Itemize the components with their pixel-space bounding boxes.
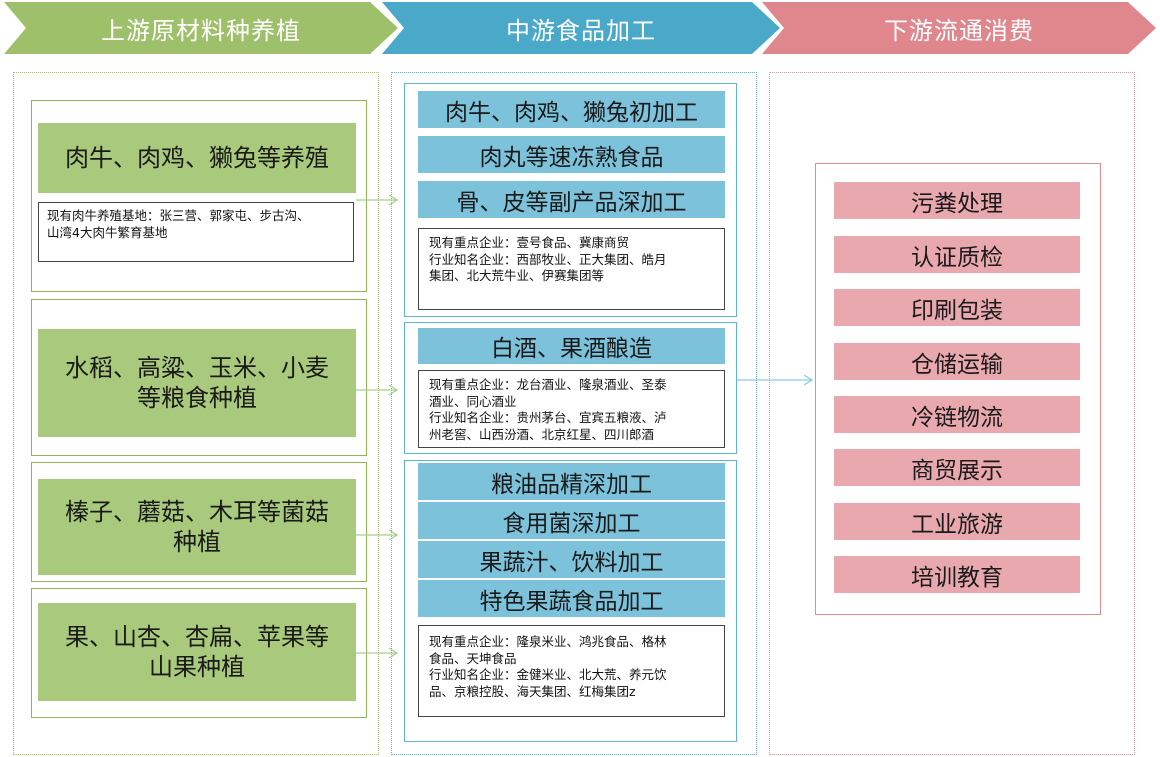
note-line: 行业知名企业：贵州茅台、宜宾五粮液、泸	[429, 410, 667, 425]
downstream-item: 冷链物流	[834, 396, 1080, 433]
header-midstream: 中游食品加工	[382, 2, 780, 54]
upstream-fruit-box: 果、山杏、杏扁、苹果等 山果种植	[38, 603, 356, 701]
note-line: 行业知名企业：西部牧业、正大集团、皓月	[429, 251, 667, 267]
midstream-item: 肉牛、肉鸡、獭兔初加工	[418, 91, 725, 128]
upstream-livestock-title: 肉牛、肉鸡、獭兔等养殖	[65, 144, 329, 172]
note-line: 山湾4大肉牛繁育基地	[47, 225, 168, 240]
midstream-item: 白酒、果酒酿造	[418, 328, 725, 364]
header-downstream: 下游流通消费	[762, 2, 1156, 54]
midstream-item: 粮油品精深加工	[418, 463, 725, 500]
downstream-item: 工业旅游	[834, 503, 1080, 540]
downstream-item: 培训教育	[834, 556, 1080, 593]
note-line: 食品、天坤食品	[429, 650, 517, 666]
downstream-item: 认证质检	[834, 236, 1080, 273]
midstream-grain-fruit-note: 现有重点企业：隆泉米业、鸿兆食品、格林 食品、天坤食品 行业知名企业：金健米业、…	[418, 625, 725, 717]
note-line: 现有重点企业：壹号食品、冀康商贸	[429, 235, 630, 250]
note-line: 集团、北大荒牛业、伊赛集团等	[429, 268, 605, 283]
upstream-livestock-note: 现有肉牛养殖基地：张三营、郭家屯、步古沟、 山湾4大肉牛繁育基地	[38, 202, 354, 262]
downstream-item: 仓储运输	[834, 343, 1080, 380]
upstream-column	[13, 72, 379, 755]
upstream-fruit-title-line: 果、山杏、杏扁、苹果等	[65, 623, 329, 651]
connector-arrowhead	[388, 647, 399, 659]
upstream-grain-title-line: 等粮食种植	[137, 384, 257, 412]
midstream-item: 骨、皮等副产品深加工	[418, 181, 725, 218]
downstream-column	[769, 72, 1135, 755]
midstream-item: 食用菌深加工	[418, 502, 725, 539]
note-line: 现有重点企业：龙台酒业、隆泉酒业、圣泰	[429, 377, 667, 392]
note-line: 现有重点企业：隆泉米业、鸿兆食品、格林	[429, 634, 667, 649]
upstream-grain-title-line: 水稻、高粱、玉米、小麦	[65, 354, 329, 382]
downstream-item: 商贸展示	[834, 449, 1080, 486]
connector-arrowhead	[388, 194, 399, 206]
downstream-item: 印刷包装	[834, 289, 1080, 326]
midstream-liquor-note: 现有重点企业：龙台酒业、隆泉酒业、圣泰 酒业、同心酒业 行业知名企业：贵州茅台、…	[418, 370, 725, 448]
midstream-column	[391, 72, 757, 755]
upstream-livestock-box: 肉牛、肉鸡、獭兔等养殖	[38, 123, 356, 193]
note-line: 现有肉牛养殖基地：张三营、郭家屯、步古沟、	[47, 208, 310, 223]
midstream-item: 果蔬汁、饮料加工	[418, 541, 725, 578]
note-line: 品、京粮控股、海天集团、红梅集团z	[429, 683, 636, 699]
upstream-grain-box: 水稻、高粱、玉米、小麦 等粮食种植	[38, 329, 356, 437]
midstream-item: 特色果蔬食品加工	[418, 580, 725, 617]
upstream-fruit-title-line: 山果种植	[149, 653, 245, 681]
midstream-item: 肉丸等速冻熟食品	[418, 136, 725, 173]
note-line: 州老窖、山西汾酒、北京红星、四川郎酒	[429, 426, 655, 442]
upstream-fungi-box: 榛子、蘑菇、木耳等菌菇 种植	[38, 479, 356, 575]
header-upstream: 上游原材料种养植	[4, 2, 398, 54]
note-line: 酒业、同心酒业	[429, 393, 517, 409]
upstream-fungi-title-line: 榛子、蘑菇、木耳等菌菇	[65, 498, 329, 526]
connector-arrowhead	[388, 529, 399, 541]
upstream-fungi-title-line: 种植	[173, 528, 221, 556]
note-line: 行业知名企业：金健米业、北大荒、养元饮	[429, 667, 667, 682]
connector-arrowhead	[803, 374, 814, 386]
downstream-item: 污粪处理	[834, 182, 1080, 219]
midstream-meat-note: 现有重点企业：壹号食品、冀康商贸 行业知名企业：西部牧业、正大集团、皓月 集团、…	[418, 228, 725, 310]
connector-arrowhead	[388, 384, 399, 396]
